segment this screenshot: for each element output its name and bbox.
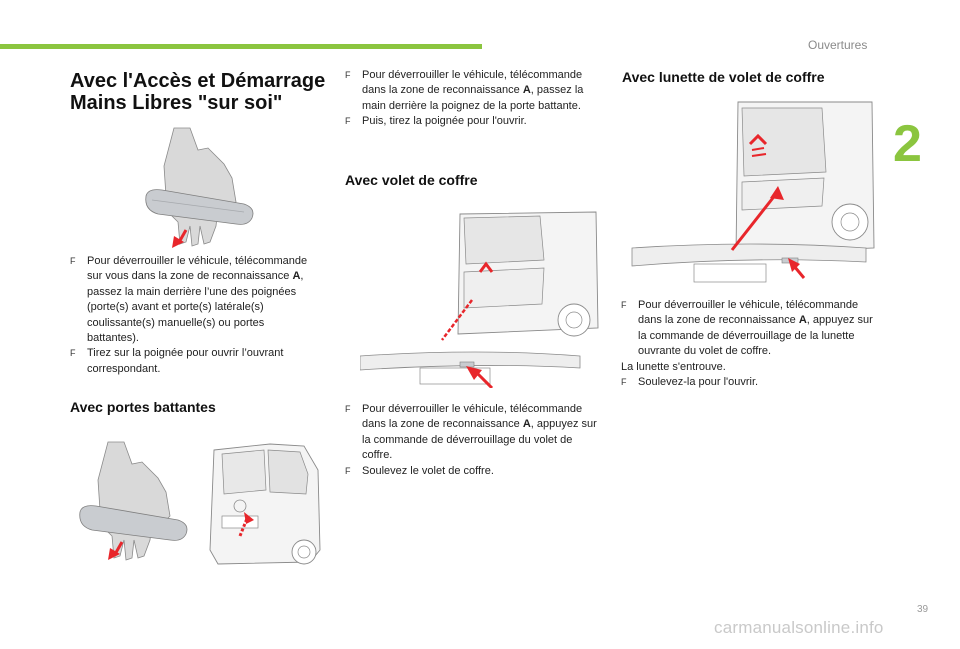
col2-top-bullets: F Pour déverrouiller le véhicule, téléco… <box>345 68 597 130</box>
van-rear-window-illustration <box>631 101 875 283</box>
hand-handle-illustration <box>140 126 260 252</box>
bullet-marker: F <box>345 70 351 80</box>
zone-letter: A <box>292 270 301 283</box>
van-swing-doors-illustration <box>209 443 321 565</box>
bullet-text: Soulevez le volet de coffre. <box>362 464 494 477</box>
bullet-text: Soulevez-la pour l'ouvrir. <box>638 376 759 389</box>
heading-volet-de-coffre: Avec volet de coffre <box>345 172 478 188</box>
bullet-pull-handle: F Tirez sur la poignée pour ouvrir l’ouv… <box>70 346 315 377</box>
bullet-text: Pour déverrouiller le véhicule, télécomm… <box>87 255 308 283</box>
heading-portes-battantes: Avec portes battantes <box>70 399 216 415</box>
bullet-text: Pour déverrouiller le véhicule, télécomm… <box>638 299 859 327</box>
bullet-text: Tirez sur la poignée pour ouvrir l’ouvra… <box>87 347 284 375</box>
bullet-marker: F <box>345 404 351 414</box>
hand-handle-illustration-2 <box>79 441 188 561</box>
bullet-text: , passez la main derrière la poignez de … <box>362 84 584 112</box>
chapter-number: 2 <box>893 115 922 173</box>
col3-bullets: F Pour déverrouiller le véhicule, téléco… <box>621 298 873 390</box>
watermark: carmanualsonline.info <box>714 618 884 637</box>
bullet-unlock-rear-window: F Pour déverrouiller le véhicule, téléco… <box>621 298 873 360</box>
bullet-text: , passez la main derrière l’une des poig… <box>87 270 304 345</box>
bullet-marker: F <box>70 256 76 266</box>
bullet-marker: F <box>621 300 627 310</box>
rear-window-status-text: La lunette s'entrouve. <box>621 360 726 373</box>
section-title: Ouvertures <box>808 38 868 52</box>
bullet-unlock-tailgate: F Pour déverrouiller le véhicule, téléco… <box>345 402 597 464</box>
van-tailgate-illustration <box>360 211 599 388</box>
bullet-text: Pour déverrouiller le véhicule, télécomm… <box>362 403 583 431</box>
zone-letter: A <box>798 314 807 327</box>
heading-lunette-volet: Avec lunette de volet de coffre <box>622 69 825 85</box>
zone-letter: A <box>522 418 531 431</box>
bullet-text: Pour déverrouiller le véhicule, télécomm… <box>362 69 583 97</box>
bullet-unlock-swing-door: F Pour déverrouiller le véhicule, téléco… <box>345 68 597 114</box>
bullet-text: , appuyez sur la commande de déverrouill… <box>638 314 873 358</box>
bullet-marker: F <box>345 465 351 476</box>
zone-letter: A <box>522 84 531 97</box>
bullet-pull-open: F Puis, tirez la poignée pour l'ouvrir. <box>345 114 597 129</box>
header-accent-bar <box>0 44 482 49</box>
bullet-marker: F <box>345 116 351 127</box>
bullet-marker: F <box>70 348 76 359</box>
page-number: 39 <box>917 604 929 615</box>
bullet-text: Puis, tirez la poignée pour l'ouvrir. <box>362 115 527 128</box>
bullet-marker: F <box>621 377 627 388</box>
bullet-lift-rear-window: F Soulevez-la pour l'ouvrir. <box>621 375 873 390</box>
col2-bottom-bullets: F Pour déverrouiller le véhicule, téléco… <box>345 402 597 479</box>
page-title: Avec l'Accès et Démarrage Mains Libres "… <box>70 70 326 114</box>
bullet-unlock-hands-free: F Pour déverrouiller le véhicule, téléco… <box>70 254 315 346</box>
bullet-lift-tailgate: F Soulevez le volet de coffre. <box>345 464 597 479</box>
col1-bullets: F Pour déverrouiller le véhicule, téléco… <box>70 254 315 377</box>
bullet-text: , appuyez sur la commande de déverrouill… <box>362 418 597 462</box>
